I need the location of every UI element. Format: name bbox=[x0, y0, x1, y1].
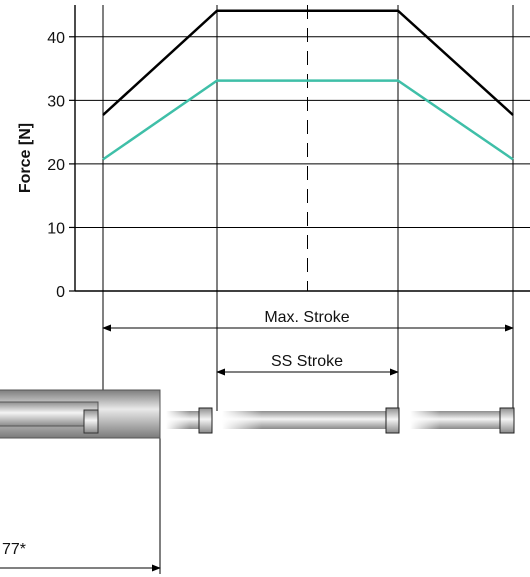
rod-end-1 bbox=[198, 407, 213, 434]
chart-series bbox=[102, 9, 514, 161]
y-tick-label-40: 40 bbox=[47, 30, 65, 47]
cylinder-bore bbox=[0, 401, 99, 427]
y-tick-label-10: 10 bbox=[47, 220, 65, 237]
chart-grid bbox=[74, 5, 530, 292]
ss-stroke-label: SS Stroke bbox=[271, 353, 343, 370]
series-line-1 bbox=[102, 79, 514, 161]
extension-lines bbox=[102, 291, 514, 574]
y-tick-label-30: 30 bbox=[47, 93, 65, 110]
offset-label: 77* bbox=[2, 541, 26, 558]
max-stroke-label: Max. Stroke bbox=[264, 309, 349, 326]
dimension-lines bbox=[0, 324, 514, 572]
y-axis-title: Force [N] bbox=[17, 123, 34, 193]
rod-end-3 bbox=[499, 407, 515, 434]
rod-end-2 bbox=[385, 407, 400, 434]
y-tick-label-20: 20 bbox=[47, 157, 65, 174]
y-tick-labels: 0 10 20 30 40 bbox=[47, 30, 75, 301]
cylinder-illustration bbox=[0, 389, 515, 439]
y-tick-label-0: 0 bbox=[56, 284, 65, 301]
piston-head bbox=[83, 409, 99, 434]
series-line-0 bbox=[102, 9, 514, 116]
rod-segment-2 bbox=[222, 411, 398, 429]
